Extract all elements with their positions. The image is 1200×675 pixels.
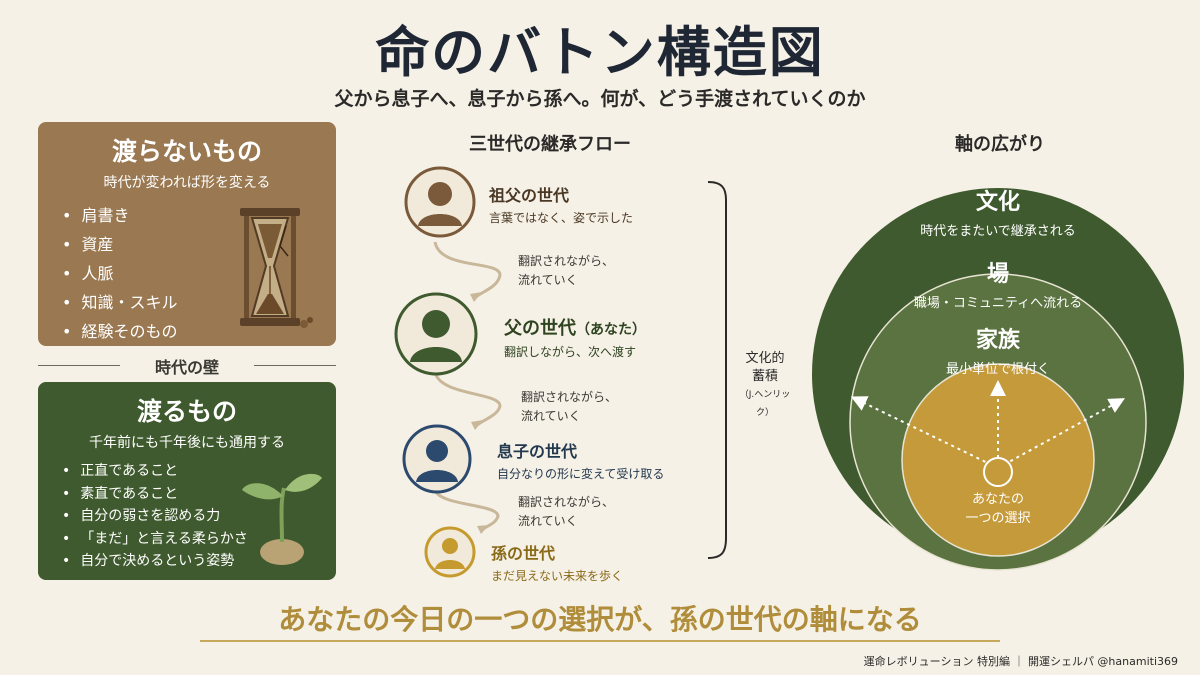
generation-grandfather: 祖父の世代 言葉ではなく、姿で示した — [489, 182, 633, 226]
page-subtitle: 父から息子へ、息子から孫へ。何が、どう手渡されていくのか — [334, 88, 866, 110]
passed-list: •正直であること •素直であること •自分の弱さを認める力 •「まだ」と言える柔… — [62, 460, 248, 573]
list-item: •自分で決めるという姿勢 — [62, 553, 235, 569]
list-item: •素直であること — [62, 485, 179, 502]
axis-heading: 軸の広がり — [955, 134, 1045, 155]
transition-note: 翻訳されながら、流れていく — [518, 254, 615, 287]
list-item: •正直であること — [62, 463, 179, 479]
era-wall-label: 時代の壁 — [154, 358, 219, 377]
page-title: 命のバトン構造図 — [375, 20, 825, 84]
list-item: •経験そのもの — [62, 322, 178, 341]
culture-label: 文化 時代をまたいで継承される — [920, 189, 1076, 239]
hourglass-icon — [240, 208, 313, 328]
son-avatar-icon — [402, 424, 472, 494]
grandchild-avatar-icon — [424, 526, 476, 578]
generation-desc: 自分なりの形に変えて受け取る — [497, 467, 665, 481]
bottom-divider — [200, 640, 1000, 642]
divider-line — [38, 365, 120, 366]
generation-desc: 言葉ではなく、姿で示した — [489, 211, 634, 225]
choice-center-icon — [983, 457, 1013, 487]
generation-father: 父の世代（あなた） 翻訳しながら、次へ渡す — [504, 314, 646, 360]
flow-connectors — [433, 181, 727, 559]
not-passed-list: •肩書き •資産 •人脈 •知識・スキル •経験そのもの — [62, 202, 177, 347]
family-label: 家族 最小単位で根付く — [945, 327, 1050, 377]
list-item: •肩書き — [62, 206, 130, 225]
list-item: •人脈 — [62, 264, 114, 283]
list-item: •知識・スキル — [62, 293, 178, 312]
transition-note: 翻訳されながら、流れていく — [518, 495, 615, 528]
passed-subtitle: 千年前にも千年後にも通用する — [89, 435, 285, 451]
father-avatar-icon — [394, 292, 478, 376]
era-wall-divider: 時代の壁 — [38, 352, 336, 378]
generation-desc: 翻訳しながら、次へ渡す — [504, 345, 637, 359]
axis-circles — [812, 188, 1184, 571]
generation-desc: まだ見えない未来を歩く — [491, 569, 624, 583]
generation-name: 父の世代（あなた） — [504, 318, 646, 339]
not-passed-card: 渡らないもの 時代が変われば形を変える •肩書き •資産 •人脈 •知識・スキル… — [38, 122, 336, 346]
your-choice-label: あなたの 一つの選択 — [965, 492, 1031, 526]
grandfather-avatar-icon — [404, 166, 476, 238]
bottom-message: あなたの今日の一つの選択が、孫の世代の軸になる — [278, 603, 922, 636]
sprout-icon — [242, 473, 322, 565]
generation-name: 孫の世代 — [491, 544, 556, 563]
list-item: •「まだ」と言える柔らかさ — [62, 530, 248, 547]
generation-grandchild: 孫の世代 まだ見えない未来を歩く — [491, 540, 623, 584]
not-passed-subtitle: 時代が変われば形を変える — [103, 175, 271, 191]
passed-title: 渡るもの — [136, 397, 237, 426]
generation-name: 息子の世代 — [497, 442, 578, 461]
list-item: •資産 — [62, 235, 114, 254]
not-passed-title: 渡らないもの — [111, 137, 262, 166]
list-item: •自分の弱さを認める力 — [62, 508, 221, 524]
divider-line — [254, 365, 336, 366]
generation-name: 祖父の世代 — [489, 186, 570, 205]
flow-heading: 三世代の継承フロー — [469, 134, 631, 155]
passed-card: 渡るもの 千年前にも千年後にも通用する •正直であること •素直であること •自… — [38, 382, 336, 580]
transition-note: 翻訳されながら、流れていく — [521, 390, 618, 423]
field-label: 場 職場・コミュニティへ流れる — [913, 261, 1083, 311]
cultural-accumulation-label: 文化的 蓄積 （J.ヘンリック） — [739, 351, 791, 418]
credit: 運命レボリューション 特別編 ｜ 開運シェルパ @hanamiti369 — [863, 655, 1178, 668]
generation-son: 息子の世代 自分なりの形に変えて受け取る — [497, 438, 664, 482]
